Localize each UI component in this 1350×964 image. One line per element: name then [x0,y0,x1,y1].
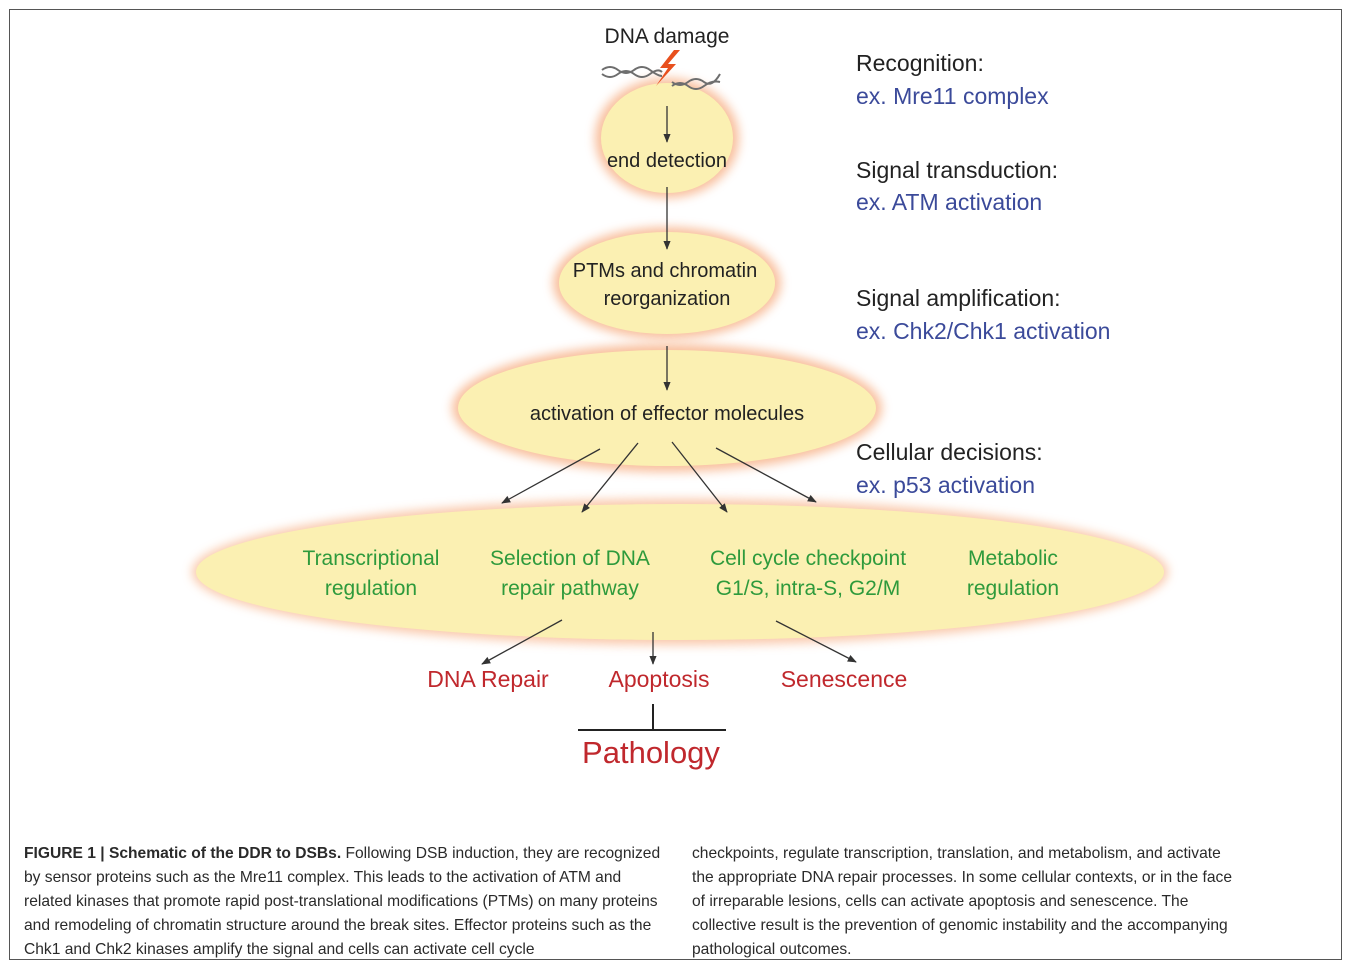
stage-annotations: Recognition: ex. Mre11 complex Signal tr… [856,50,1110,498]
figure-caption-right: checkpoints, regulate transcription, tra… [692,845,1232,958]
stage-recognition-title: Recognition: [856,50,984,76]
responses-node [196,504,1164,640]
response-checkpoint-line1: Cell cycle checkpoint [710,547,906,570]
figure-caption-left: FIGURE 1 | Schematic of the DDR to DSBs.… [24,842,664,962]
effector-label: activation of effector molecules [530,403,804,425]
stage-transduction-example: ex. ATM activation [856,189,1042,215]
response-metabolic-line2: regulation [967,577,1059,600]
response-metabolic-line1: Metabolic [968,547,1058,570]
response-repair-line2: repair pathway [501,577,639,600]
stage-decisions-title: Cellular decisions: [856,439,1043,465]
stage-recognition-example: ex. Mre11 complex [856,83,1049,109]
figure-caption-title: FIGURE 1 | Schematic of the DDR to DSBs. [24,845,342,862]
outcome-apoptosis: Apoptosis [608,666,709,692]
response-repair-line1: Selection of DNA [490,547,650,570]
response-transcriptional-line1: Transcriptional [303,547,440,570]
pathology-inhibition-bar [578,704,726,731]
stage-amplification-title: Signal amplification: [856,285,1061,311]
dna-damage-label: DNA damage [605,25,730,48]
flow-arrows [481,106,857,665]
pathology-label: Pathology [582,735,720,770]
effector-node [458,350,876,466]
stage-decisions-example: ex. p53 activation [856,472,1035,498]
stage-transduction-title: Signal transduction: [856,157,1058,183]
response-checkpoint-line2: G1/S, intra-S, G2/M [716,577,900,600]
response-transcriptional-line2: regulation [325,577,417,600]
ptms-node [559,232,775,334]
stage-amplification-example: ex. Chk2/Chk1 activation [856,318,1110,344]
outcome-dna-repair: DNA Repair [427,666,549,692]
figure-caption-left-text: Following DSB induction, they are recogn… [24,845,661,958]
dna-strand-icon [601,66,721,90]
lightning-bolt-icon [656,50,680,86]
end-detection-label: end detection [607,150,727,172]
ptms-label-line1: PTMs and chromatin [573,260,758,282]
ptms-label-line2: reorganization [604,288,731,310]
outcome-senescence: Senescence [781,666,908,692]
